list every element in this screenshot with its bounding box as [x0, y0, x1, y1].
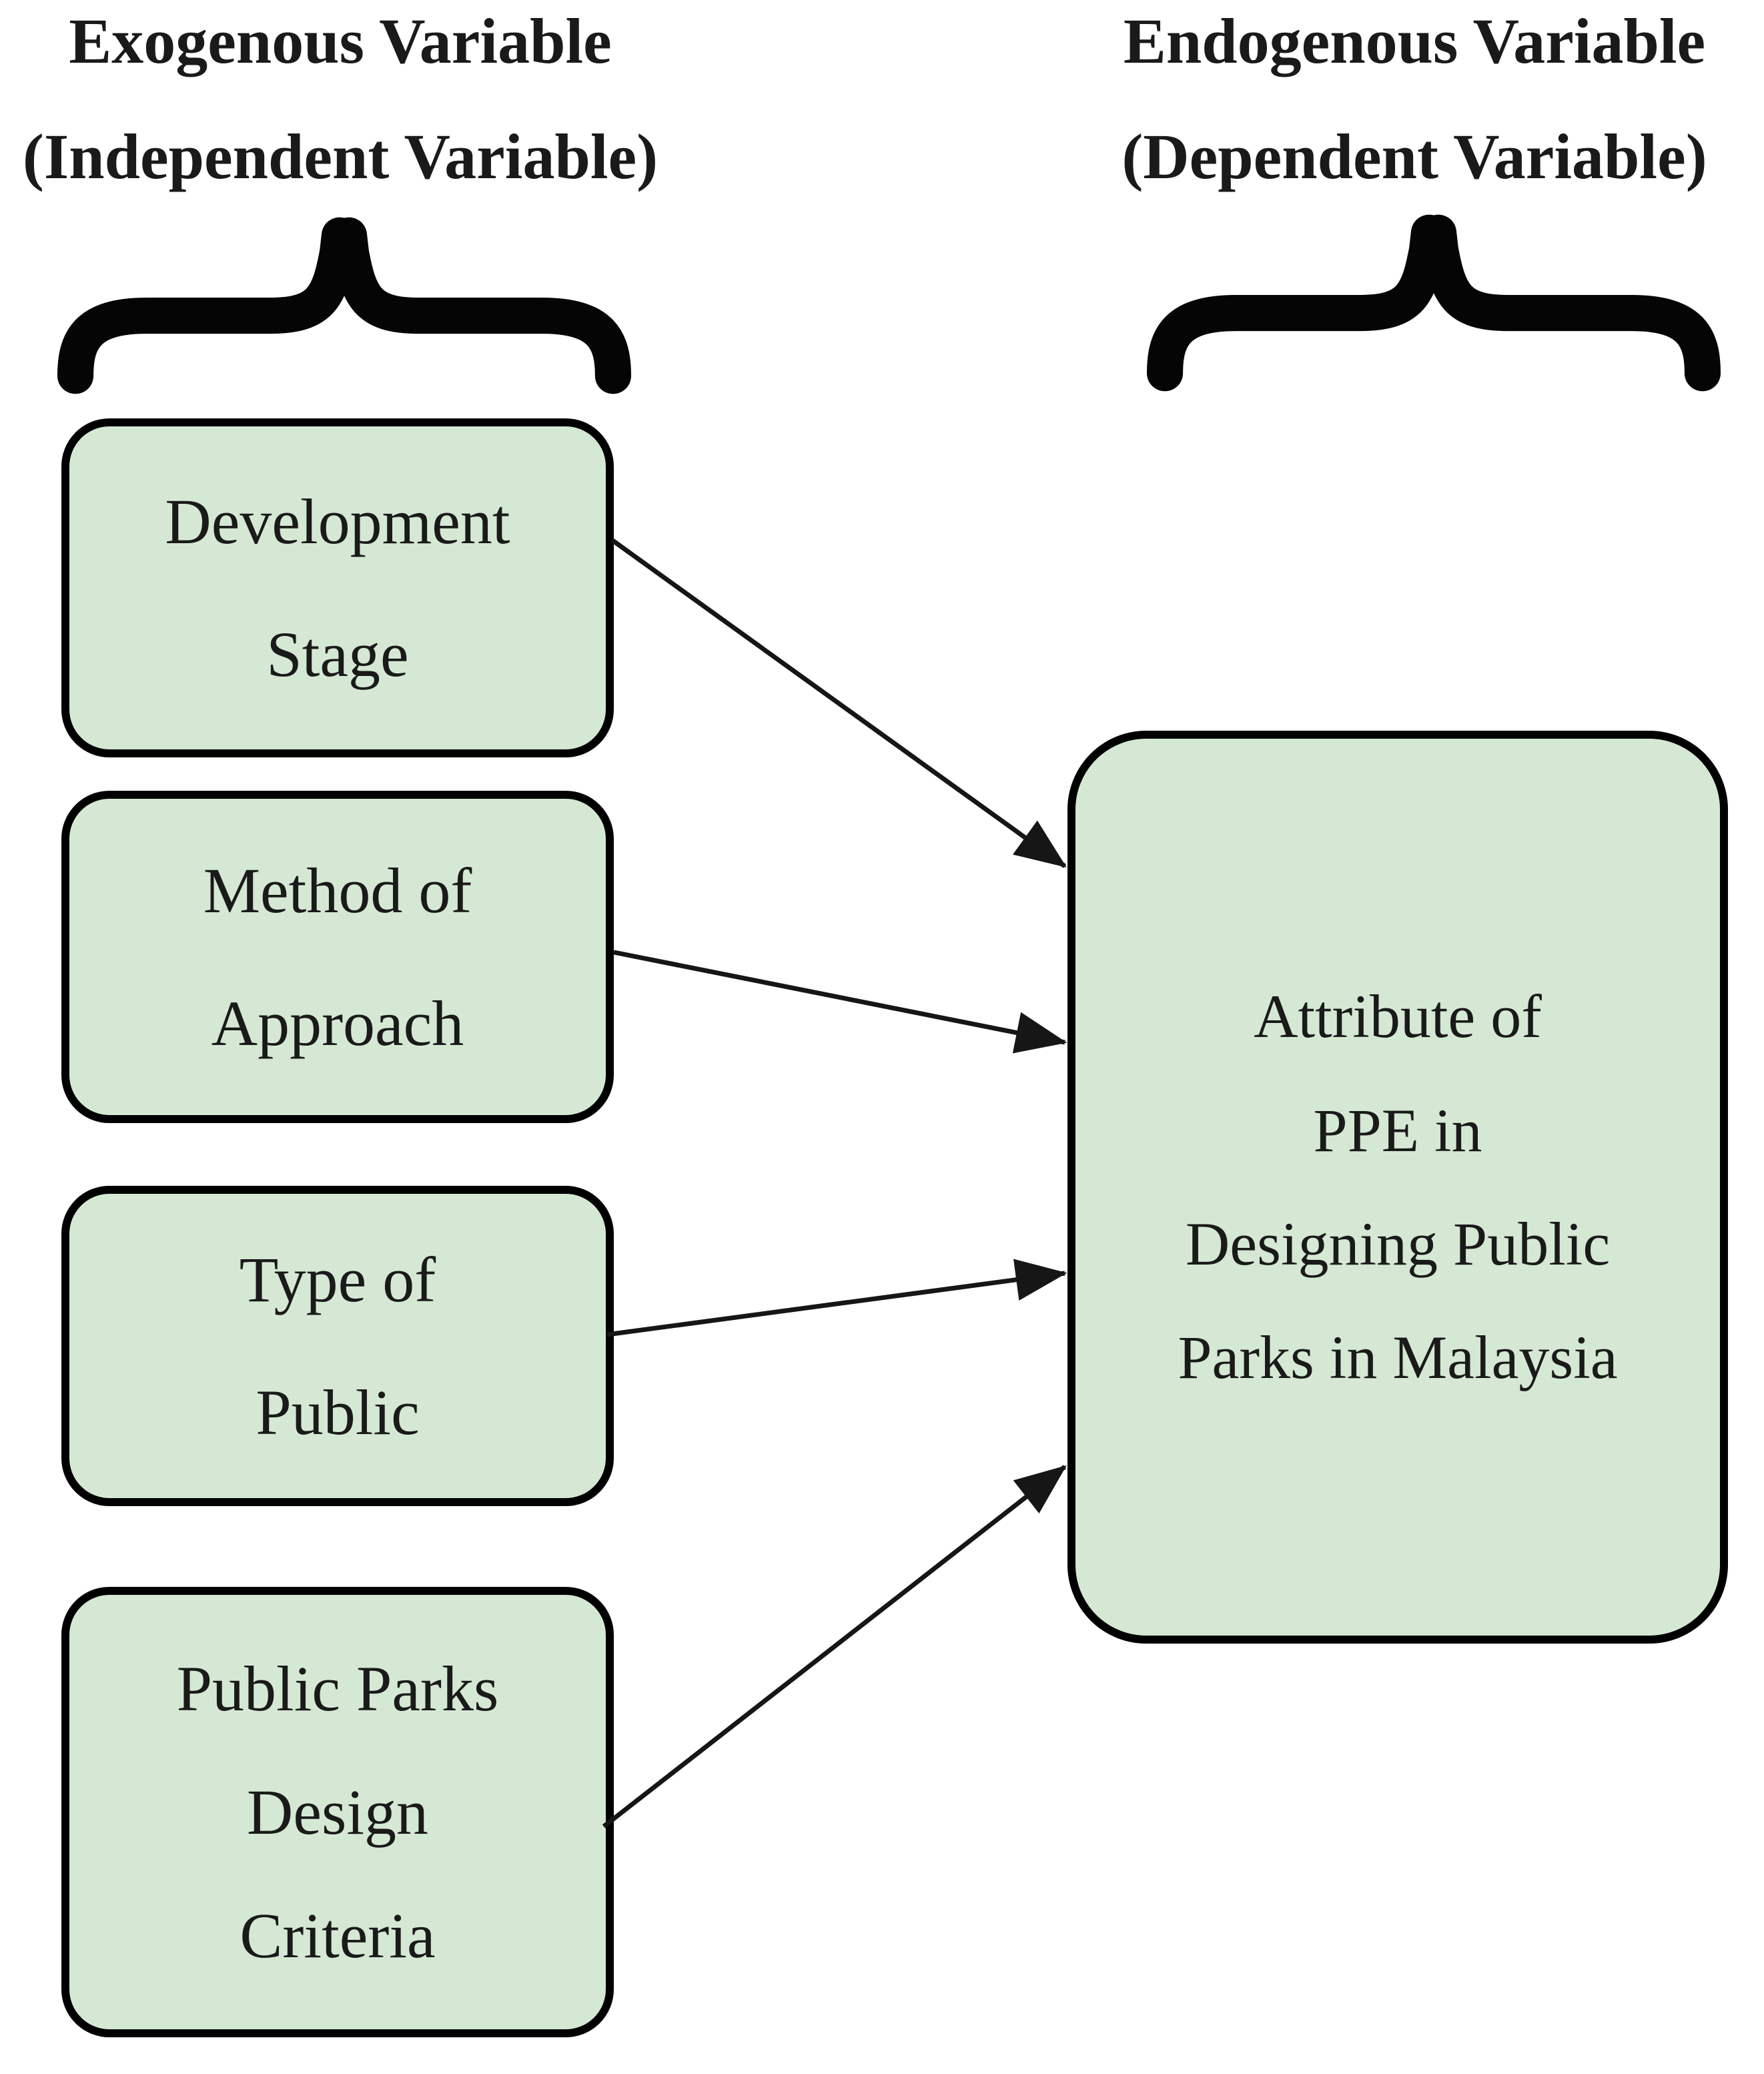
node-label-line: Type of [239, 1243, 436, 1315]
node-development-stage: Development Stage [61, 418, 614, 757]
node-label-line: Designing Public [1185, 1210, 1611, 1278]
node-type-of-public: Type of Public [61, 1186, 614, 1506]
node-attribute-of-ppe: Attribute of PPE in Designing Public Par… [1067, 731, 1728, 1644]
arrow-type-of-public-to-attribute [606, 1259, 1067, 1337]
node-label-line: Design [247, 1776, 428, 1848]
arrow-development-stage-to-attribute [610, 538, 1067, 868]
node-label-line: Public [256, 1377, 420, 1448]
node-label-line: Public Parks [176, 1652, 499, 1724]
node-method-of-approach: Method of Approach [61, 791, 614, 1123]
endogenous-header-line1: Endogenous Variable [1123, 5, 1706, 77]
arrow-method-of-approach-to-attribute [613, 950, 1067, 1054]
endogenous-header-line2: (Dependent Variable) [1122, 121, 1707, 193]
node-label-line: Attribute of [1254, 982, 1542, 1051]
node-label-line: Criteria [240, 1900, 436, 1972]
node-label-line: Approach [211, 988, 464, 1059]
exogenous-brace-icon [57, 217, 631, 394]
endogenous-brace-icon [1147, 214, 1721, 392]
endogenous-header: Endogenous Variable (Dependent Variable) [1074, 3, 1755, 195]
exogenous-header: Exogenous Variable (Independent Variable… [20, 3, 660, 195]
node-label-line: Parks in Malaysia [1178, 1323, 1618, 1392]
arrow-public-parks-design-to-attribute [602, 1465, 1067, 1828]
node-label-line: PPE in [1313, 1096, 1482, 1164]
node-label-line: Development [165, 485, 510, 557]
exogenous-header-line1: Exogenous Variable [69, 5, 612, 77]
exogenous-header-line2: (Independent Variable) [22, 121, 658, 193]
node-label-line: Method of [203, 854, 472, 926]
node-public-parks-design-criteria: Public Parks Design Criteria [61, 1587, 614, 2037]
node-label-line: Stage [266, 619, 409, 690]
